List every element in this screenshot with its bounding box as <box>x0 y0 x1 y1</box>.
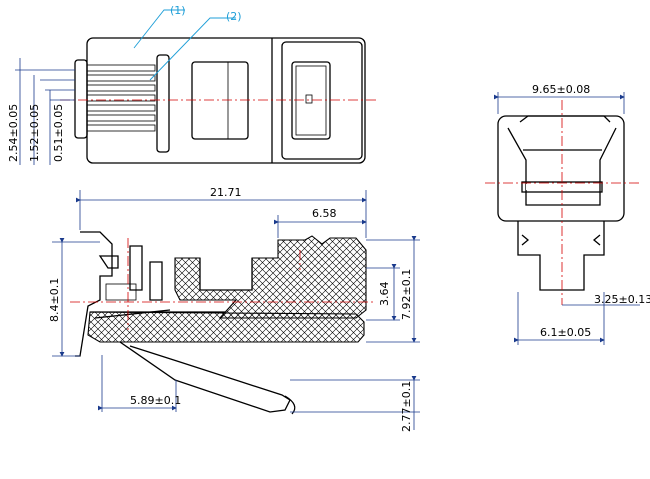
front-key <box>517 221 605 291</box>
dim-contact-gap: 0.51±0.05 <box>52 104 65 162</box>
top-view: 2.54±0.05 1.52±0.05 0.51±0.05 (1) (2) <box>7 4 378 165</box>
front-view: 9.65±0.08 6.1±0.05 3.25±0.13 <box>485 83 650 345</box>
dim-body-height: 7.92±0.1 <box>400 269 413 320</box>
front-housing-outline <box>75 231 113 357</box>
dim-latch-offset: 5.89±0.1 <box>130 394 181 407</box>
callout-part-1: (1) <box>170 4 186 17</box>
latch-arm <box>119 341 291 413</box>
top-view-body <box>86 37 366 164</box>
dim-pitch: 2.54±0.05 <box>7 104 20 162</box>
dim-contact-width: 1.52±0.05 <box>28 104 41 162</box>
top-left-dimensions <box>15 58 75 165</box>
lower-housing-section <box>87 311 365 343</box>
callout-part-2: (2) <box>226 10 242 23</box>
strain-relief-bar <box>156 54 170 153</box>
front-dimensions <box>494 92 640 345</box>
contact-blades <box>86 64 156 132</box>
dim-cavity-height: 3.64 <box>378 282 391 307</box>
dim-rear-length: 6.58 <box>312 207 337 220</box>
dim-key-width: 6.1±0.05 <box>540 326 591 339</box>
rear-window <box>291 61 331 140</box>
contact-edge <box>74 59 88 139</box>
dim-latch-height: 2.77±0.1 <box>400 381 413 432</box>
side-dimensions <box>52 190 420 430</box>
dim-key-offset: 3.25±0.13 <box>594 293 650 306</box>
latch-window <box>191 61 249 140</box>
dim-total-length: 21.71 <box>210 186 242 199</box>
dim-front-width: 9.65±0.08 <box>532 83 590 96</box>
callout-leaders <box>133 9 236 81</box>
dim-overall-height: 8.4±0.1 <box>48 278 61 322</box>
side-section-view: 21.71 6.58 5.89±0.1 8.4±0.1 3.64 7.92±0.… <box>48 186 420 432</box>
